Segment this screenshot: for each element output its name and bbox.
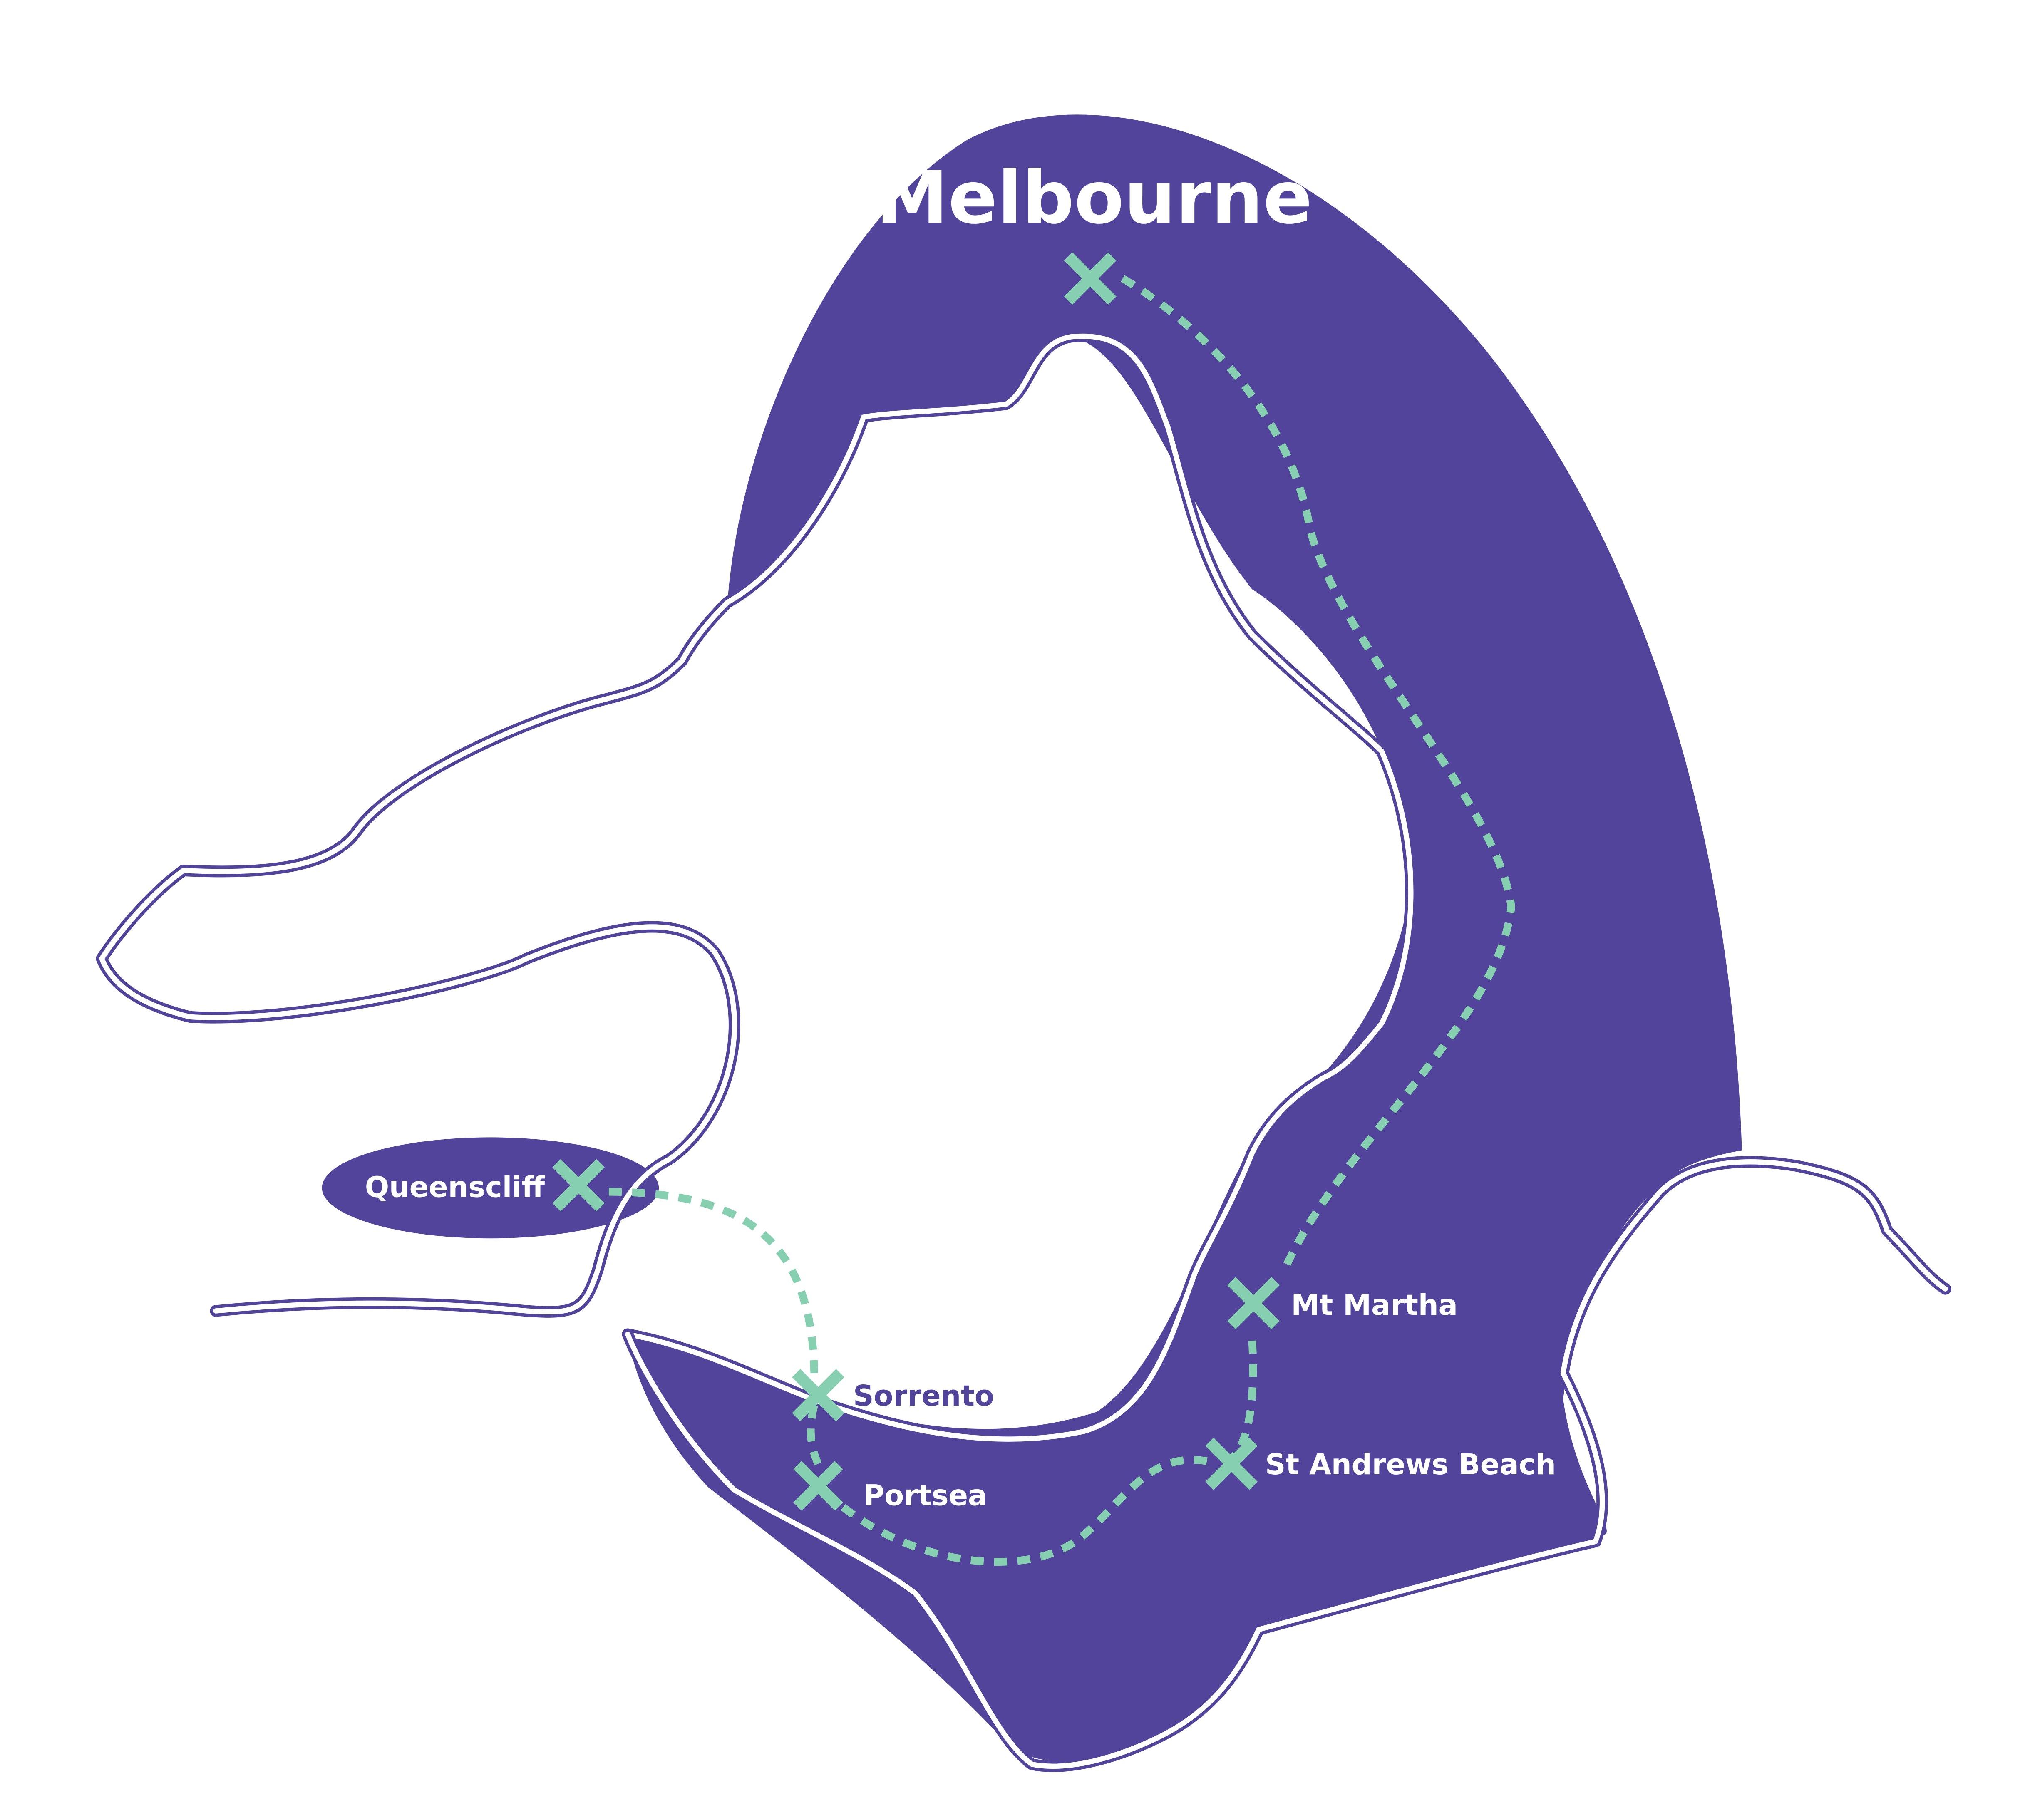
- route-st-andrews-to-portsea: [835, 1456, 1208, 1566]
- place-label-mt-martha: Mt Martha: [1291, 1289, 1457, 1322]
- x-marker-icon: [1227, 1277, 1280, 1329]
- place-label-queenscliff: Queenscliff: [365, 1171, 546, 1204]
- map-title: Melbourne: [876, 156, 1312, 240]
- x-marker-icon: [552, 252, 1280, 1511]
- x-marker-icon: [1064, 252, 1117, 305]
- place-label-sorrento: Sorrento: [853, 1379, 994, 1413]
- x-marker-icon: [792, 1369, 844, 1421]
- route-melbourne-to-mt-martha: [1120, 275, 1515, 1271]
- route-path: [604, 275, 1515, 1566]
- place-label-portsea: Portsea: [864, 1479, 987, 1513]
- coastline: [96, 330, 1951, 1772]
- queenscliff-region-shape: [322, 1137, 659, 1239]
- melbourne-region-shape: [628, 114, 1742, 1761]
- x-marker-icon: [1205, 1438, 1258, 1490]
- route-sorrento-to-queenscliff: [604, 1188, 819, 1374]
- place-label-st-andrews-beach: St Andrews Beach: [1265, 1448, 1556, 1481]
- x-marker-icon: [793, 1461, 843, 1511]
- route-portsea-to-sorrento: [807, 1404, 822, 1465]
- x-marker-icon: [552, 1159, 605, 1212]
